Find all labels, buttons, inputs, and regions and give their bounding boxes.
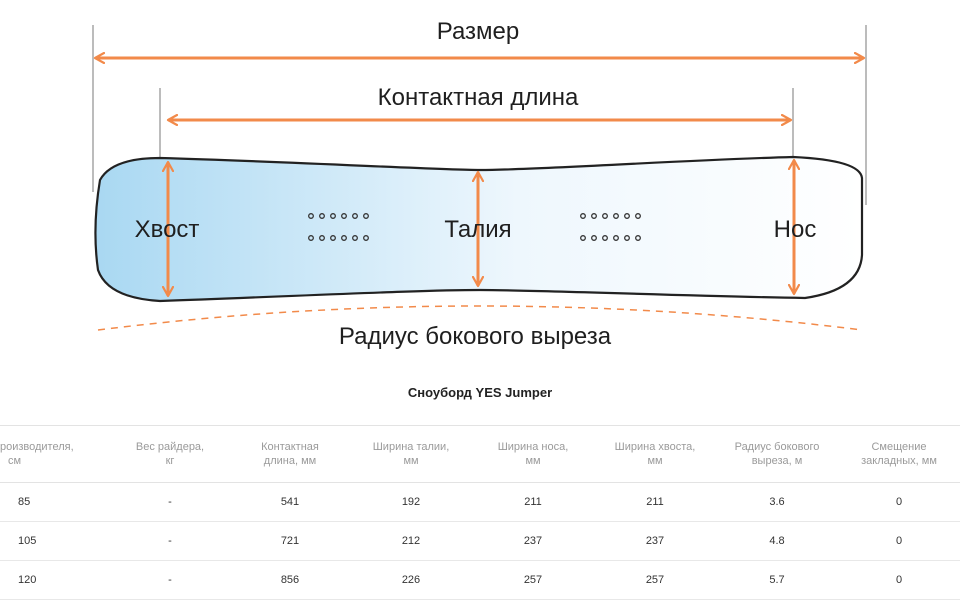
waist-label: Талия <box>444 216 512 243</box>
header-line: Смещение <box>871 441 927 453</box>
table-cell-nose-width: 211 <box>472 482 594 522</box>
table-cell-sidecut-radius: 3.6 <box>716 482 838 522</box>
table-cell-sidecut-radius: 5.7 <box>716 560 838 600</box>
sidecut-radius-arc <box>97 305 863 331</box>
header-line: длина, мм <box>263 455 317 467</box>
insert-hole <box>591 235 597 241</box>
header-sidecut-radius: Радиус бокового выреза, м <box>716 425 838 483</box>
header-line: закладных, мм <box>861 455 937 467</box>
table-cell-sidecut-radius: 4.8 <box>716 521 838 561</box>
insert-hole <box>363 235 369 241</box>
insert-hole <box>624 213 630 219</box>
header-waist-width: Ширина талии, мм <box>350 425 472 483</box>
insert-hole <box>591 213 597 219</box>
insert-hole <box>308 235 314 241</box>
table-cell-tail-width: 211 <box>594 482 716 522</box>
table-header-row: производителя, см Вес райдера, кг Контактная… <box>0 425 960 483</box>
diagram-svg <box>92 25 867 331</box>
insert-hole <box>363 213 369 219</box>
insert-hole <box>602 213 608 219</box>
table-cell-rider-weight: - <box>110 482 230 522</box>
header-line: мм <box>403 455 419 467</box>
insert-hole <box>319 213 325 219</box>
specs-table: производителя, см Вес райдера, кг Контактная… <box>0 425 960 600</box>
header-line: Ширина талии, <box>372 441 450 453</box>
table-cell-manufacturer-size: 120 <box>0 560 110 600</box>
table-cell-tail-width: 237 <box>594 521 716 561</box>
header-line: см <box>8 455 22 467</box>
table-cell-nose-width: 237 <box>472 521 594 561</box>
insert-hole <box>319 235 325 241</box>
header-line: мм <box>525 455 541 467</box>
table-cell-insert-offset: 0 <box>838 482 960 522</box>
header-line: Ширина носа, <box>497 441 569 453</box>
insert-hole <box>341 213 347 219</box>
header-line: кг <box>165 455 175 467</box>
insert-hole <box>352 235 358 241</box>
insert-hole <box>580 235 586 241</box>
snowboard-diagram: Размер Контактная длина Хвост Талия Нос … <box>92 18 867 350</box>
size-label: Размер <box>436 18 520 45</box>
sidecut-radius-label: Радиус бокового выреза <box>338 323 612 350</box>
header-insert-offset: Смещение закладных, мм <box>838 425 960 483</box>
header-line: Радиус бокового <box>734 441 820 453</box>
table-cell-insert-offset: 0 <box>838 560 960 600</box>
table-cell-contact-length: 856 <box>230 560 350 600</box>
binding-inserts-left <box>308 213 369 241</box>
insert-hole <box>635 235 641 241</box>
header-tail-width: Ширина хвоста, мм <box>594 425 716 483</box>
insert-hole <box>341 235 347 241</box>
insert-hole <box>613 235 619 241</box>
table-cell-contact-length: 541 <box>230 482 350 522</box>
header-line: Вес райдера, <box>135 441 205 453</box>
header-rider-weight: Вес райдера, кг <box>110 425 230 483</box>
table-cell-manufacturer-size: 105 <box>0 521 110 561</box>
contact-length-label: Контактная длина <box>377 84 579 111</box>
insert-hole <box>330 213 336 219</box>
insert-hole <box>635 213 641 219</box>
header-line: выреза, м <box>751 455 803 467</box>
insert-hole <box>613 213 619 219</box>
header-manufacturer-size: производителя, см <box>0 425 110 483</box>
insert-hole <box>624 235 630 241</box>
insert-hole <box>352 213 358 219</box>
header-line: мм <box>647 455 663 467</box>
table-title: Сноуборд YES Jumper <box>407 385 553 400</box>
table-cell-rider-weight: - <box>110 521 230 561</box>
header-nose-width: Ширина носа, мм <box>472 425 594 483</box>
table-cell-contact-length: 721 <box>230 521 350 561</box>
binding-inserts-right <box>580 213 641 241</box>
header-line: производителя, <box>0 441 74 453</box>
table-cell-insert-offset: 0 <box>838 521 960 561</box>
table-cell-manufacturer-size: 85 <box>0 482 110 522</box>
insert-hole <box>308 213 314 219</box>
table-cell-nose-width: 257 <box>472 560 594 600</box>
insert-hole <box>580 213 586 219</box>
table-cell-waist-width: 192 <box>350 482 472 522</box>
table-cell-waist-width: 226 <box>350 560 472 600</box>
insert-hole <box>330 235 336 241</box>
insert-hole <box>602 235 608 241</box>
header-line: Ширина хвоста, <box>614 441 696 453</box>
table-cell-waist-width: 212 <box>350 521 472 561</box>
header-line: Контактная <box>261 441 319 453</box>
nose-label: Нос <box>773 216 817 243</box>
tail-label: Хвост <box>134 216 200 243</box>
table-cell-tail-width: 257 <box>594 560 716 600</box>
header-contact-length: Контактная длина, мм <box>230 425 350 483</box>
table-cell-rider-weight: - <box>110 560 230 600</box>
